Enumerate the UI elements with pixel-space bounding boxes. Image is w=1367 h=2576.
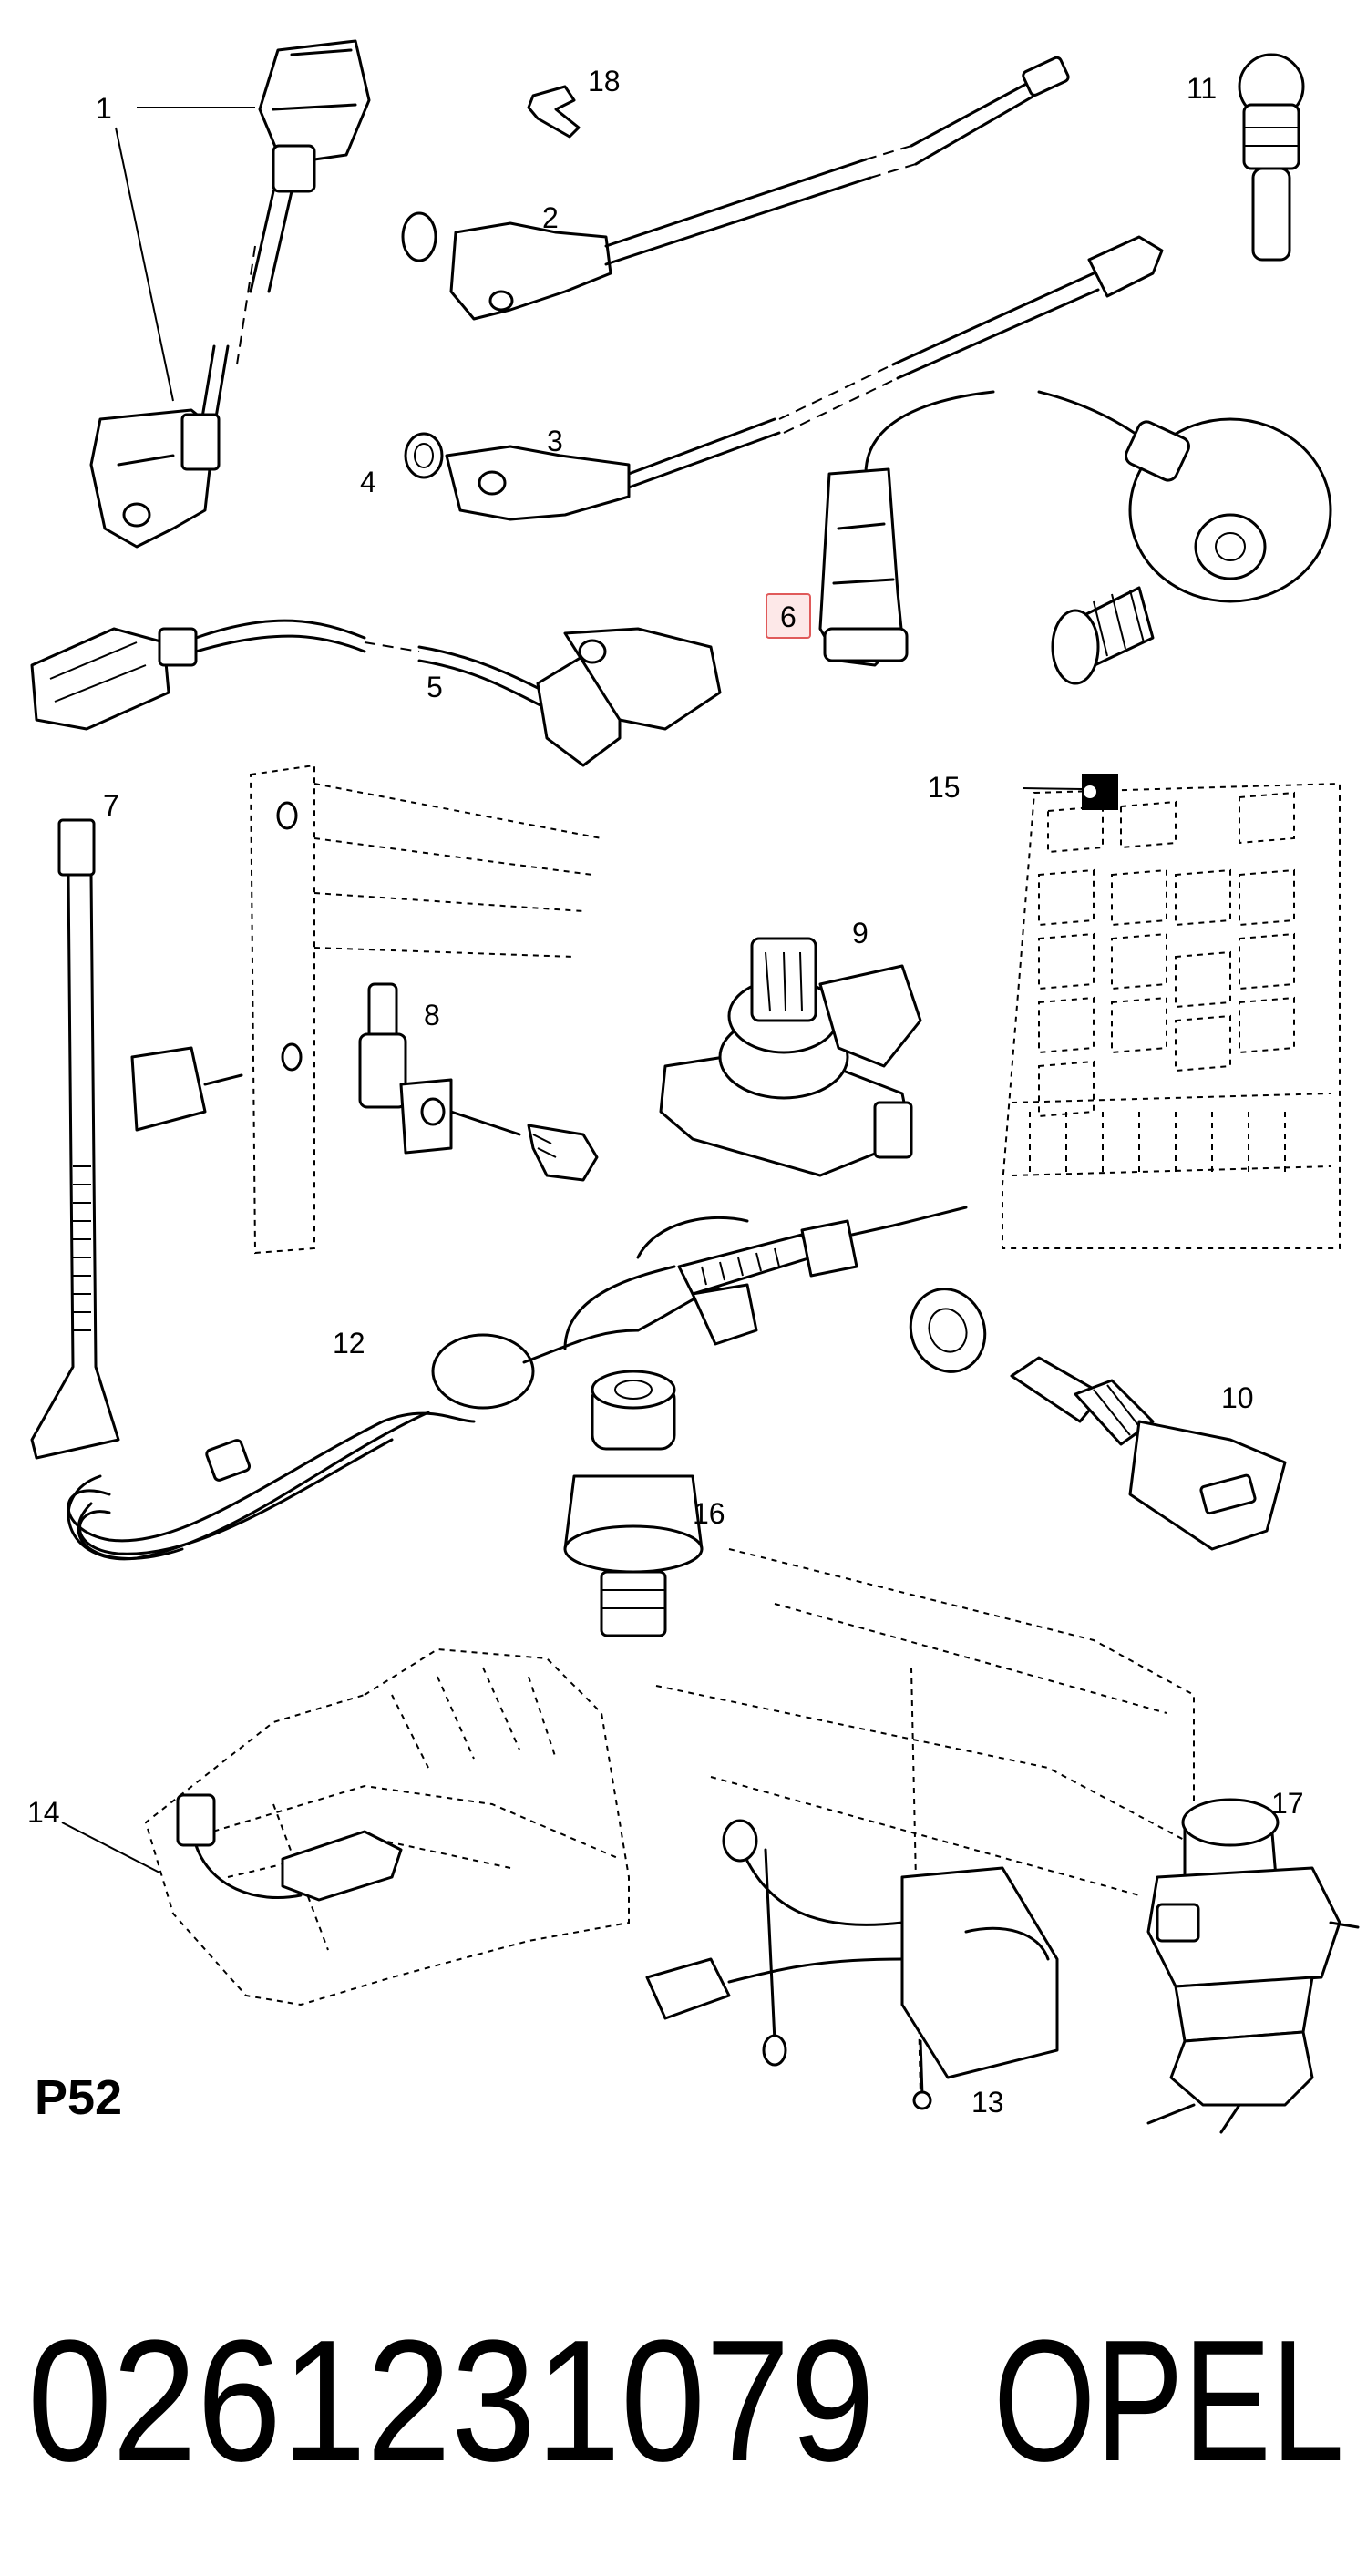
callout-3: 3 (547, 425, 563, 457)
part-12-drawing (67, 1206, 968, 1561)
part-16-drawing (563, 1370, 704, 1637)
callout-13: 13 (971, 2086, 1004, 2119)
part-3-drawing (445, 235, 1164, 521)
part-1-drawing (89, 39, 371, 549)
callout-12: 12 (333, 1327, 365, 1360)
part-11-drawing (1238, 53, 1305, 262)
part-5-drawing (30, 619, 722, 767)
callout-16: 16 (693, 1497, 725, 1530)
callout-18: 18 (588, 65, 621, 97)
callout-17: 17 (1271, 1787, 1304, 1820)
callout-1: 1 (96, 92, 112, 125)
callout-labels: 1 2 3 4 5 6 7 8 9 10 11 12 13 14 15 16 1… (27, 65, 1304, 2119)
part-4-drawing (404, 432, 444, 479)
leader-lines (61, 107, 1084, 1873)
callout-4: 4 (360, 466, 376, 498)
part-14-drawing (144, 1647, 630, 2006)
part-10-drawing (909, 1288, 1287, 1551)
callout-11: 11 (1187, 72, 1217, 105)
brand-name: OPEL (993, 2304, 1344, 2498)
part-8-drawing (130, 764, 602, 1255)
callout-9: 9 (852, 917, 869, 949)
callout-6: 6 (780, 600, 797, 633)
callout-15: 15 (928, 771, 961, 804)
callout-2: 2 (542, 201, 559, 234)
callout-6-highlight (766, 593, 811, 639)
part-number: 0261231079 (27, 2304, 875, 2498)
part-17-drawing (1146, 1798, 1360, 2134)
callout-7: 7 (103, 789, 119, 822)
part-9-drawing (659, 937, 922, 1177)
callout-14: 14 (27, 1796, 60, 1829)
part-13-drawing (645, 1548, 1204, 2110)
page-code: P52 (35, 2070, 122, 2125)
part-6-drawing (818, 390, 1332, 685)
part-18-drawing (527, 85, 581, 139)
callout-8: 8 (424, 999, 440, 1031)
callout-5: 5 (427, 671, 443, 703)
part-7-drawing (30, 818, 120, 1460)
callout-10: 10 (1221, 1381, 1254, 1414)
part-2-drawing (401, 56, 1070, 321)
part-15-drawing (1002, 774, 1341, 1249)
